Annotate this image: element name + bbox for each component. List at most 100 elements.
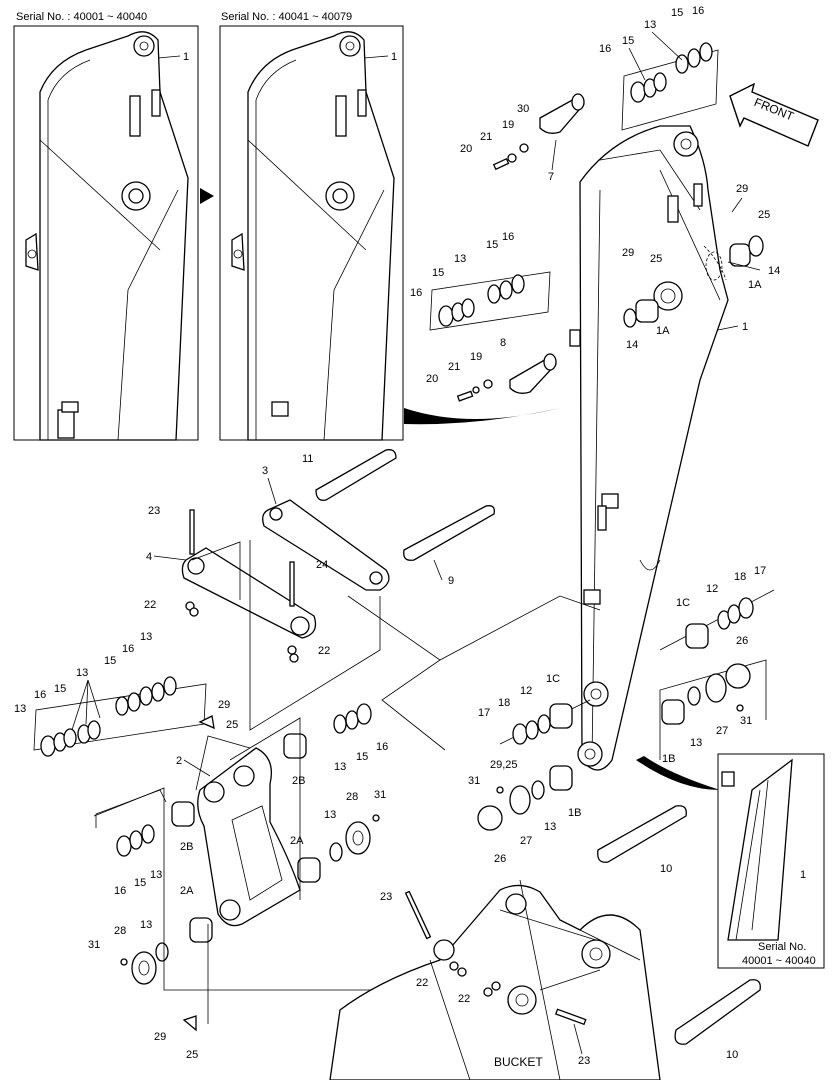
inset-header-bottom-1: Serial No. xyxy=(758,941,806,953)
label-15-mid2: 15 xyxy=(432,267,444,279)
label-25-right: 25 xyxy=(758,209,770,221)
label-25-link: 25 xyxy=(226,719,238,731)
link-4 xyxy=(181,547,317,639)
washer-stack-1C-left xyxy=(499,699,591,745)
main-boom xyxy=(569,125,729,771)
label-16-mid: 16 xyxy=(502,231,514,243)
label-22-bucket-a: 22 xyxy=(416,977,428,989)
washer-stack-1C-right xyxy=(659,589,775,651)
label-18-left: 18 xyxy=(498,697,510,709)
label-8: 8 xyxy=(500,337,506,349)
bushing-1A-left xyxy=(623,299,659,328)
bolt-23-bucket-b xyxy=(554,1008,587,1026)
label-14-right: 14 xyxy=(768,265,780,277)
label-13-left-top: 13 xyxy=(140,631,152,643)
label-26-left: 26 xyxy=(494,853,506,865)
label-23-upper: 23 xyxy=(148,505,160,517)
inset-header-left: Serial No. : 40001 ~ 40040 xyxy=(16,11,147,23)
label-15-left-top: 15 xyxy=(104,655,116,667)
label-2B-upper: 2B xyxy=(292,775,305,787)
bolt-23-bucket-a xyxy=(404,890,432,940)
inset-header-mid: Serial No. : 40041 ~ 40079 xyxy=(221,11,352,23)
label-29-right: 29 xyxy=(736,183,748,195)
collar-28-right xyxy=(329,814,380,862)
label-9: 9 xyxy=(448,575,454,587)
label-31-right2: 31 xyxy=(740,715,752,727)
label-24: 24 xyxy=(316,559,328,571)
label-22-bucket-b: 22 xyxy=(458,993,470,1005)
label-26-right: 26 xyxy=(736,635,748,647)
label-19-mid: 19 xyxy=(470,351,482,363)
label-2: 2 xyxy=(176,755,182,767)
arrow-marker xyxy=(200,188,214,204)
label-16-link-l: 16 xyxy=(114,885,126,897)
collar-28-left xyxy=(120,942,169,985)
label-29-bottom: 29 xyxy=(154,1031,166,1043)
label-10-upper: 10 xyxy=(660,863,672,875)
label-13-link-u: 13 xyxy=(334,761,346,773)
label-13-left-link: 13 xyxy=(140,919,152,931)
label-13-top: 13 xyxy=(644,19,656,31)
arm-link-2 xyxy=(195,735,301,927)
pin-29-link xyxy=(198,715,215,730)
label-2A-upper: 2A xyxy=(290,835,304,847)
label-13-link-l: 13 xyxy=(150,869,162,881)
label-13-left2: 13 xyxy=(544,821,556,833)
boom-inset-left xyxy=(25,31,189,441)
label-25-bottom: 25 xyxy=(186,1049,198,1061)
label-16-left-top: 16 xyxy=(122,643,134,655)
label-11: 11 xyxy=(302,453,313,465)
label-31-left2: 31 xyxy=(468,775,480,787)
mid-washer-stack xyxy=(429,271,551,331)
label-30: 30 xyxy=(517,103,529,115)
label-7: 7 xyxy=(548,171,554,183)
bolt-24 xyxy=(289,561,295,607)
label-25-mid: 25 xyxy=(650,253,662,265)
pin-29-bottom xyxy=(182,1015,197,1032)
pin-11 xyxy=(315,449,397,501)
swoosh-bottom xyxy=(636,756,720,790)
label-13-left: 13 xyxy=(14,703,26,715)
label-1-inset-bottom: 1 xyxy=(800,869,806,881)
label-12-left: 12 xyxy=(520,685,532,697)
label-16-left: 16 xyxy=(34,689,46,701)
boom-inset-bottom xyxy=(721,758,793,941)
bushing-1A-right xyxy=(729,235,764,267)
bushing-1B-left xyxy=(477,765,573,831)
bucket xyxy=(329,879,661,1081)
label-15-link-u: 15 xyxy=(356,751,368,763)
label-4: 4 xyxy=(146,551,152,563)
label-2A-lower: 2A xyxy=(180,885,194,897)
label-16-top2: 16 xyxy=(599,43,611,55)
label-1B-right: 1B xyxy=(662,753,675,765)
label-16-mid2: 16 xyxy=(410,287,422,299)
label-28-right: 28 xyxy=(346,791,358,803)
pin-8-assembly xyxy=(456,353,557,402)
label-23-bucket-a: 23 xyxy=(380,891,392,903)
label-13-left-mid: 13 xyxy=(76,667,88,679)
label-10-lower: 10 xyxy=(726,1049,738,1061)
label-13-right-link: 13 xyxy=(324,809,336,821)
label-20-top: 20 xyxy=(460,143,472,155)
pin-7-assembly xyxy=(492,93,585,171)
label-2B-lower: 2B xyxy=(180,841,193,853)
bolt-23-upper xyxy=(189,509,195,555)
inset-header-bottom-2: 40001 ~ 40040 xyxy=(742,955,816,967)
label-29-mid: 29 xyxy=(622,247,634,259)
label-18-right: 18 xyxy=(734,571,746,583)
label-29-link: 29 xyxy=(218,699,230,711)
label-22-a: 22 xyxy=(144,599,156,611)
label-15-left: 15 xyxy=(54,683,66,695)
label-14-left: 14 xyxy=(626,339,638,351)
pin-9 xyxy=(403,505,495,561)
label-21-mid: 21 xyxy=(448,361,460,373)
label-15-link-l: 15 xyxy=(134,877,146,889)
label-29-25: 29,25 xyxy=(490,759,518,771)
label-15-top: 15 xyxy=(671,7,683,19)
label-1C-left: 1C xyxy=(546,673,560,685)
bushing-2A-lower xyxy=(189,917,213,943)
bushing-2B-upper xyxy=(283,733,307,759)
label-16-top: 16 xyxy=(692,5,704,17)
label-3: 3 xyxy=(262,465,268,477)
